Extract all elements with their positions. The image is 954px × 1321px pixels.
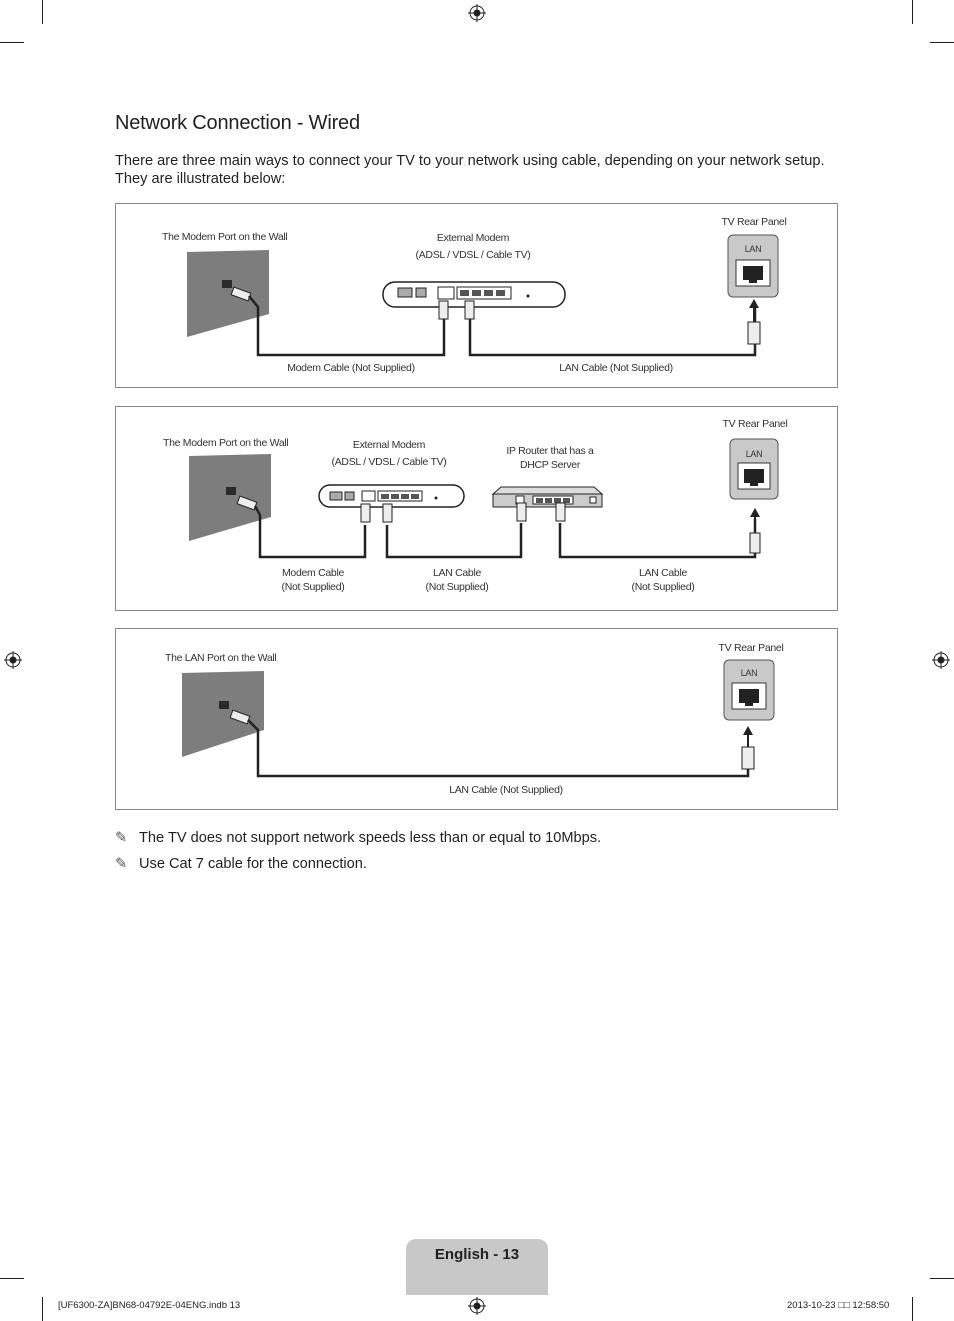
lan-port-label: LAN [745, 449, 763, 459]
plug [555, 502, 566, 522]
wall-panel [187, 250, 269, 337]
wall-port [222, 280, 232, 288]
modem-cable [248, 295, 446, 357]
plug [749, 532, 761, 554]
cable-label: (Not Supplied) [425, 581, 489, 593]
arrow-head [749, 299, 759, 308]
registration-mark-icon [4, 651, 22, 669]
pencil-note-icon: ✎ [115, 856, 128, 872]
cable-label: Modem Cable [281, 567, 345, 579]
lan-cable [468, 306, 757, 357]
plug [747, 321, 761, 345]
tv-label: TV Rear Panel [721, 216, 787, 228]
timestamp-slug: 2013-10-23 □□ 12:58:50 [787, 1300, 890, 1311]
lan-port-label: LAN [740, 668, 758, 678]
tv-label: TV Rear Panel [718, 642, 784, 654]
crop-mark [912, 0, 913, 24]
page-number: English - 13 [434, 1246, 520, 1263]
diagram-modem-direct-drawing [187, 234, 779, 357]
diagram-modem-router: The Modem Port on the Wall External Mode… [115, 406, 838, 611]
wall-label: The Modem Port on the Wall [162, 231, 288, 243]
page-title: Network Connection - Wired [115, 112, 360, 134]
cable-label: (Not Supplied) [631, 581, 695, 593]
pencil-note-icon: ✎ [115, 830, 128, 846]
page-number-tab [406, 1239, 548, 1295]
diagram-wall-lan-drawing [182, 659, 775, 778]
router-label: DHCP Server [519, 459, 581, 471]
external-modem [382, 281, 566, 308]
wall-label: The Modem Port on the Wall [163, 437, 289, 449]
plug [382, 503, 393, 523]
registration-mark-icon [468, 4, 486, 22]
ip-router [491, 486, 604, 508]
modem-label: External Modem [352, 439, 426, 451]
wall-label: The LAN Port on the Wall [165, 652, 277, 664]
arrow-head [750, 508, 760, 517]
arrow-head [743, 726, 753, 735]
tv-rear-panel [723, 659, 775, 721]
file-slug: [UF6300-ZA]BN68-04792E-04ENG.indb 13 [58, 1300, 241, 1311]
lan-cable [558, 519, 757, 559]
wall-port [219, 701, 229, 709]
crop-mark [912, 1297, 913, 1321]
external-modem [318, 484, 465, 508]
lan-cable [247, 719, 750, 778]
crop-mark [0, 1278, 24, 1279]
plug [360, 503, 371, 523]
registration-mark-icon [468, 1297, 486, 1315]
wall-port [226, 487, 236, 495]
crop-mark [0, 42, 24, 43]
router-label: IP Router that has a [506, 445, 594, 457]
plug [516, 502, 527, 522]
plug [741, 746, 755, 770]
cable-label: LAN Cable (Not Supplied) [449, 784, 563, 796]
tv-rear-panel [729, 438, 779, 500]
lan-cable [385, 523, 523, 559]
intro-paragraph: There are three main ways to connect you… [115, 153, 825, 187]
cable-label: LAN Cable [432, 567, 482, 579]
modem-label: (ADSL / VDSL / Cable TV) [415, 249, 531, 261]
crop-mark [930, 42, 954, 43]
diagram-modem-router-drawing [189, 438, 779, 559]
tv-label: TV Rear Panel [722, 418, 788, 430]
cable-label: LAN Cable [638, 567, 688, 579]
crop-mark [42, 1297, 43, 1321]
plug [464, 300, 475, 320]
diagram-wall-lan: The LAN Port on the Wall TV Rear Panel L… [115, 628, 838, 810]
crop-mark [42, 0, 43, 24]
registration-mark-icon [932, 651, 950, 669]
lan-port-label: LAN [744, 244, 762, 254]
crop-mark [930, 1278, 954, 1279]
modem-cable [253, 505, 367, 559]
modem-label: External Modem [436, 232, 510, 244]
note-item: ✎ The TV does not support network speeds … [115, 829, 601, 847]
plug [438, 300, 449, 320]
note-item: ✎ Use Cat 7 cable for the connection. [115, 855, 367, 873]
tv-rear-panel [727, 234, 779, 298]
wall-panel [182, 671, 264, 757]
cable-label: LAN Cable (Not Supplied) [559, 362, 673, 374]
diagram-modem-direct: The Modem Port on the Wall External Mode… [115, 203, 838, 388]
cable-label: Modem Cable (Not Supplied) [287, 362, 415, 374]
note-text: Use Cat 7 cable for the connection. [139, 856, 367, 872]
note-text: The TV does not support network speeds l… [139, 830, 602, 846]
modem-label: (ADSL / VDSL / Cable TV) [331, 456, 447, 468]
cable-label: (Not Supplied) [281, 581, 345, 593]
wall-panel [189, 454, 271, 541]
